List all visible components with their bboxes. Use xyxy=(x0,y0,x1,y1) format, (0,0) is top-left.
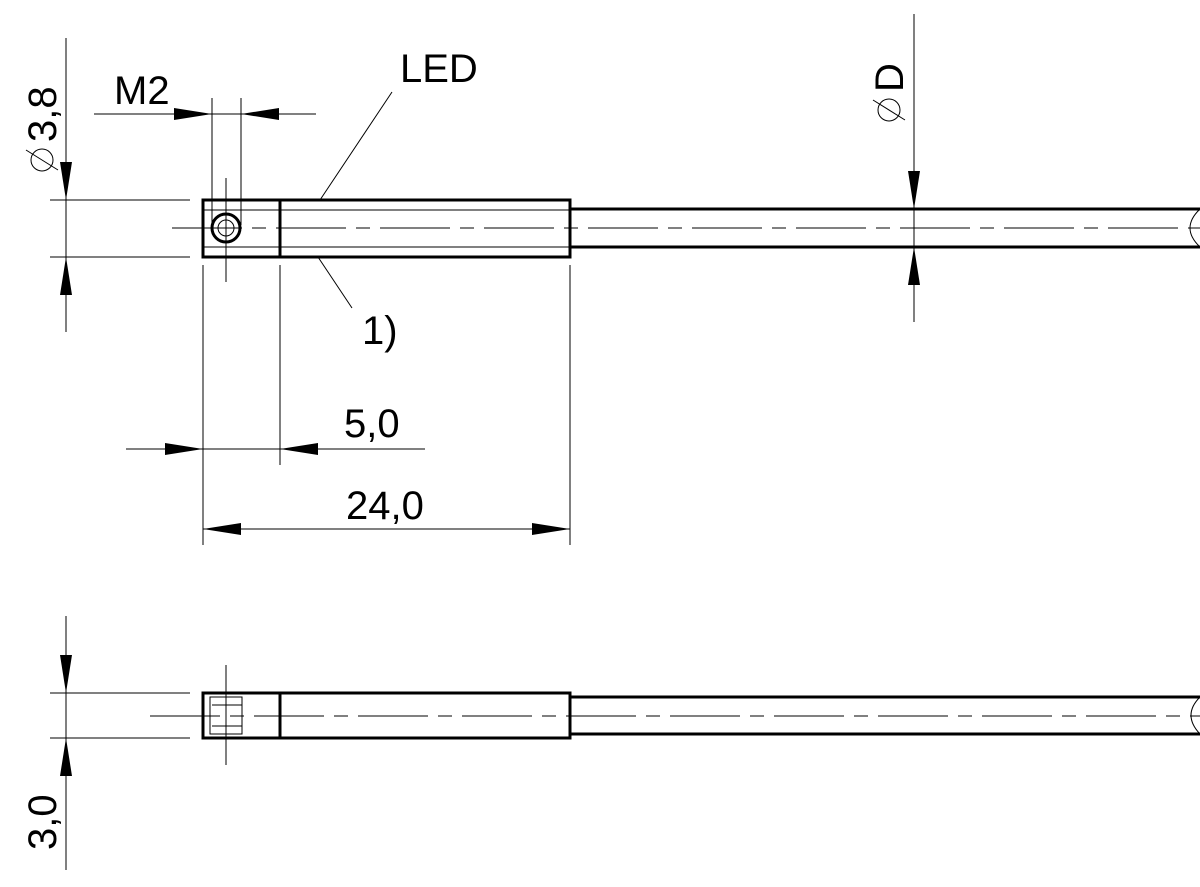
arrow-diameter-head-bottom xyxy=(60,257,72,295)
arrow-length-total-left xyxy=(203,523,241,535)
length-total-label: 24,0 xyxy=(346,484,424,528)
arrow-diameter-cable-bottom xyxy=(908,247,920,285)
arrow-thread-right xyxy=(241,108,279,120)
arrow-height-side-top xyxy=(60,655,72,693)
arrow-height-side-bottom xyxy=(60,738,72,776)
note-label: 1) xyxy=(362,309,398,353)
arrow-length-total-right xyxy=(532,523,570,535)
diameter-head-value: 3,8 xyxy=(21,86,65,142)
diameter-head-label: 3,8 xyxy=(21,86,65,172)
arrow-diameter-cable-top xyxy=(908,171,920,209)
length-short-label: 5,0 xyxy=(344,402,400,446)
diameter-symbol-icon xyxy=(30,148,54,172)
leader-line-note xyxy=(317,256,353,309)
diameter-symbol-icon xyxy=(877,98,901,122)
side-view xyxy=(50,616,1200,870)
arrow-length-short-left xyxy=(165,443,203,455)
thread-label: M2 xyxy=(114,69,170,113)
diameter-cable-label: D xyxy=(868,63,912,122)
diameter-symbol-slash xyxy=(872,99,906,121)
diameter-cable-value: D xyxy=(868,63,912,92)
leader-line-led xyxy=(319,91,393,201)
led-label: LED xyxy=(400,47,478,91)
diameter-symbol-slash xyxy=(25,149,59,171)
arrow-diameter-head-top xyxy=(60,162,72,200)
side-cable-break-line xyxy=(1190,696,1200,735)
arrow-length-short-right xyxy=(280,443,318,455)
top-view xyxy=(50,14,1200,545)
height-side-label: 3,0 xyxy=(21,794,65,850)
arrow-thread-left xyxy=(174,108,212,120)
